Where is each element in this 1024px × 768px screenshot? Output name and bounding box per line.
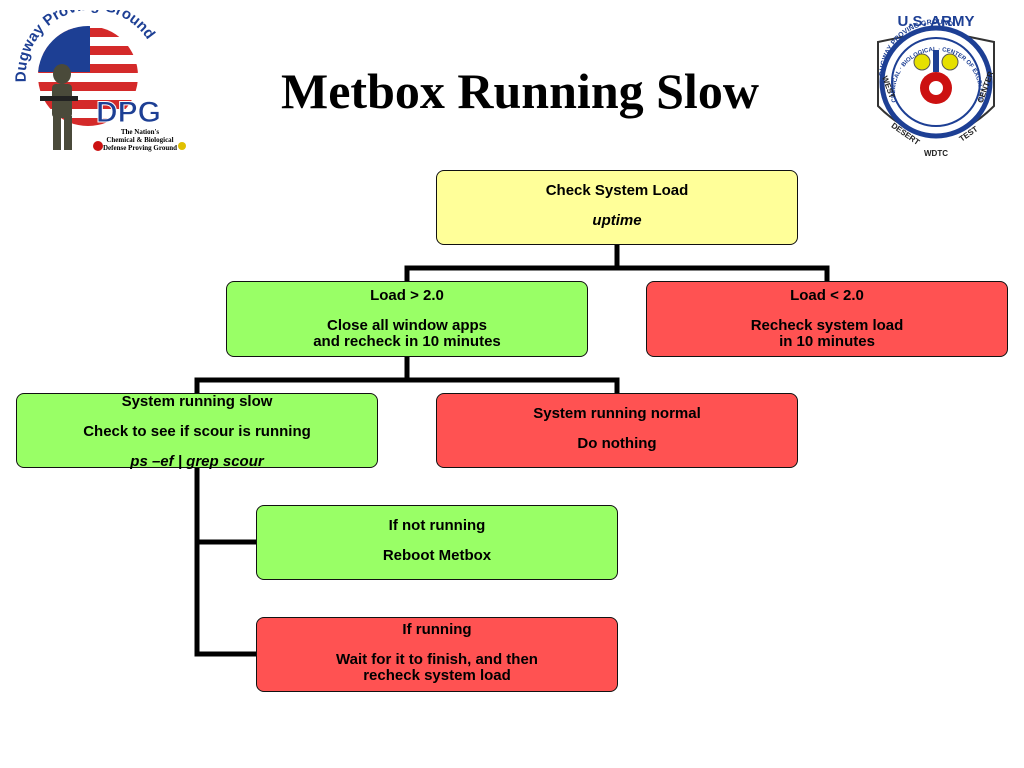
wdtc-top-text: U.S. ARMY xyxy=(898,13,975,30)
dpg-tagline-3: Defense Proving Ground xyxy=(103,144,177,152)
slide-title: Metbox Running Slow xyxy=(281,63,759,119)
running-slow-action: Check to see if scour is running xyxy=(83,423,311,440)
load-high-box: Load > 2.0 Close all window apps and rec… xyxy=(226,281,588,357)
wdtc-logo: U.S. ARMY DUGWAY PROVING GROUND CHEMICAL… xyxy=(856,6,996,158)
check-load-title: Check System Load xyxy=(545,182,689,199)
load-high-action-2: and recheck in 10 minutes xyxy=(313,333,501,350)
running-slow-box: System running slow Check to see if scou… xyxy=(16,393,378,470)
check-load-command: uptime xyxy=(592,212,642,229)
running-normal-box: System running normal Do nothing xyxy=(436,393,798,468)
biohazard-icon xyxy=(93,141,103,151)
is-running-action-1: Wait for it to finish, and then xyxy=(336,651,538,668)
is-running-title: If running xyxy=(402,621,472,638)
dpg-logo: Dugway Proving Ground DPG The Nation's C… xyxy=(13,10,186,152)
load-low-action-1: Recheck system load xyxy=(750,317,904,334)
not-running-title: If not running xyxy=(388,517,486,534)
load-low-action-2: in 10 minutes xyxy=(779,333,875,350)
is-running-action-2: recheck system load xyxy=(363,667,511,684)
soldier-figure xyxy=(40,64,78,150)
load-low-box: Load < 2.0 Recheck system load in 10 min… xyxy=(646,281,1008,357)
not-running-action: Reboot Metbox xyxy=(382,547,492,564)
load-high-action-1: Close all window apps xyxy=(326,317,488,334)
running-normal-title: System running normal xyxy=(533,405,701,422)
dpg-tagline-2: Chemical & Biological xyxy=(106,136,173,144)
dpg-abbr: DPG xyxy=(96,96,161,129)
chem-icon xyxy=(178,142,186,150)
running-normal-action: Do nothing xyxy=(577,435,657,452)
not-running-box: If not running Reboot Metbox xyxy=(256,505,618,580)
running-slow-command: ps –ef | grep scour xyxy=(130,453,264,470)
dpg-tagline-1: The Nation's xyxy=(121,128,160,136)
load-low-title: Load < 2.0 xyxy=(790,287,864,304)
biohazard-emblem-icon xyxy=(913,50,959,104)
wdtc-bottom: WDTC xyxy=(924,149,948,158)
is-running-box: If running Wait for it to finish, and th… xyxy=(256,617,618,692)
running-slow-title: System running slow xyxy=(121,393,273,410)
check-system-load-box: Check System Load uptime xyxy=(436,170,798,245)
load-high-title: Load > 2.0 xyxy=(370,287,444,304)
